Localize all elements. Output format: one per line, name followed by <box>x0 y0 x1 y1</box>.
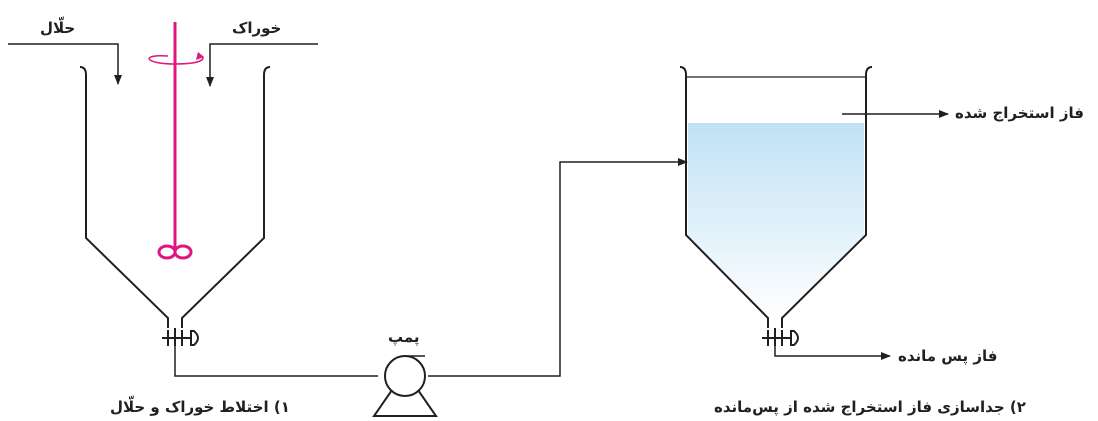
settler-tank <box>679 66 873 328</box>
feed-inlet-line <box>206 43 318 87</box>
raffinate-outlet-line <box>774 346 891 360</box>
feed-label: خوراک <box>232 19 282 37</box>
raffinate-phase-label: فاز پس مانده <box>898 347 998 365</box>
extract-phase-label: فاز استخراج شده <box>955 104 1084 122</box>
settler-outlet-valve <box>762 328 799 346</box>
step2-caption: ۲) جداسازی فاز استخراج شده از پس‌مانده <box>714 398 1026 416</box>
mixing-tank-outlet-valve <box>162 328 199 346</box>
solvent-label: حلّال <box>40 19 76 37</box>
stirrer <box>148 22 204 260</box>
step1-caption: ۱) اختلاط خوراک و حلّال <box>110 398 290 416</box>
transfer-pipe <box>174 158 688 377</box>
mixing-tank <box>79 66 271 328</box>
solvent-inlet-line <box>8 43 122 85</box>
pump <box>372 355 438 417</box>
settler-liquid <box>688 123 864 318</box>
pump-label: پمپ <box>388 328 420 346</box>
